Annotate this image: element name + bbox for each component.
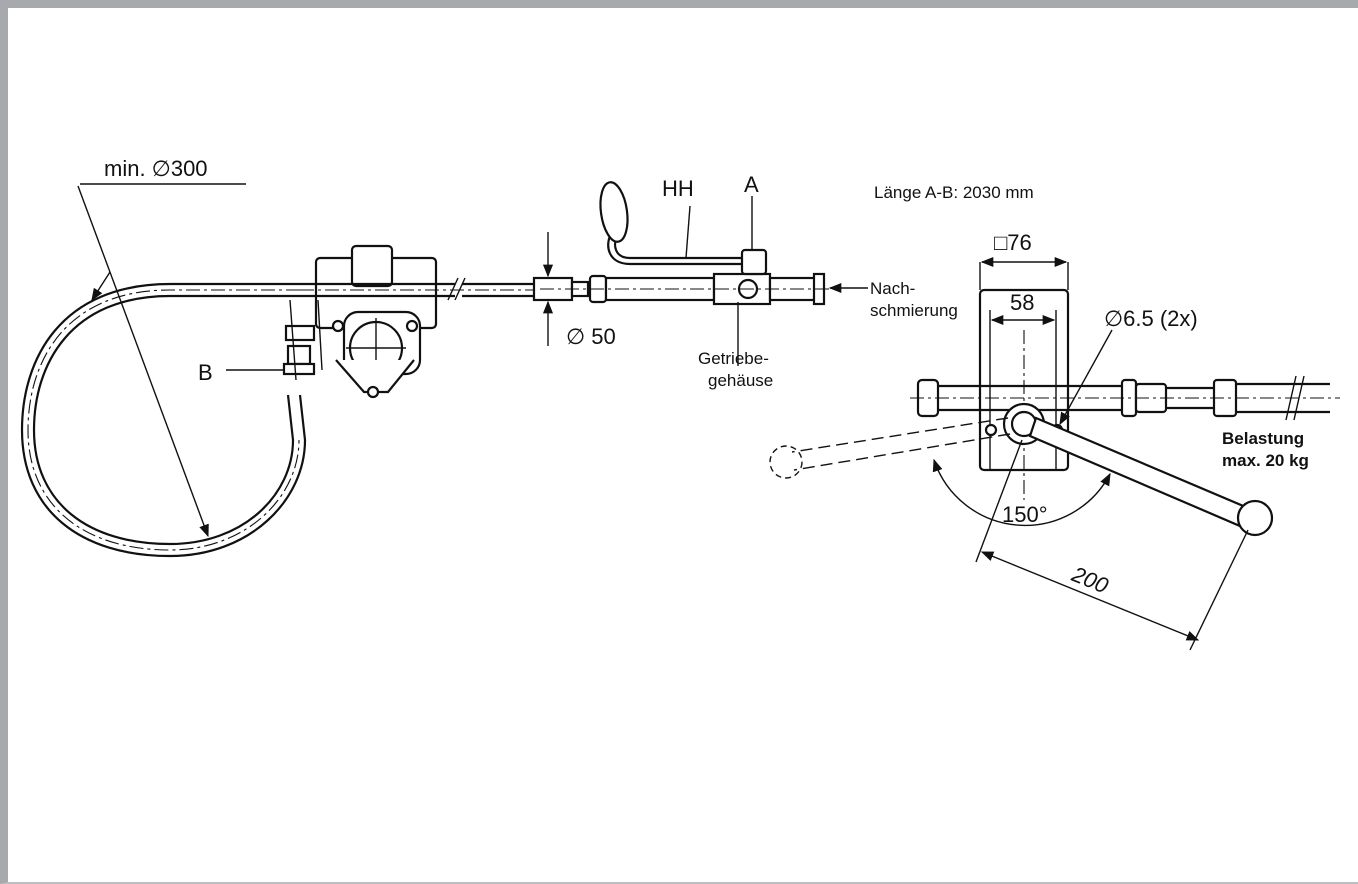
housing-label-line2: gehäuse	[708, 371, 773, 390]
load-label-line2: max. 20 kg	[1222, 451, 1309, 470]
housing-label-line1: Getriebe-	[698, 349, 769, 368]
flexible-shaft-loop	[20, 282, 307, 558]
angle-label: 150°	[1002, 502, 1048, 527]
hole-leader	[1059, 329, 1113, 426]
transmission-assembly	[532, 181, 830, 366]
lube-label-line2: schmierung	[870, 301, 958, 320]
point-b-label: B	[198, 360, 213, 385]
gearbox-housing	[282, 244, 540, 399]
crank-length-dimension	[980, 529, 1249, 651]
handle-label: HH	[662, 176, 694, 201]
mounting-bracket	[769, 262, 1340, 537]
lube-label-line1: Nach-	[870, 279, 915, 298]
width-58-label: 58	[1010, 290, 1034, 315]
angle-dimension	[932, 439, 1111, 563]
min-diameter-label: min. ∅300	[104, 156, 208, 181]
point-a-label: A	[744, 172, 759, 197]
diameter-50-label: ∅ 50	[566, 324, 616, 349]
crank-length-label: 200	[1068, 561, 1113, 599]
square-76-label: □76	[994, 230, 1032, 255]
min-diameter-dimension	[77, 183, 246, 538]
length-ab-label: Länge A-B: 2030 mm	[874, 183, 1034, 202]
hole-label: ∅6.5 (2x)	[1104, 306, 1198, 331]
load-label-line1: Belastung	[1222, 429, 1304, 448]
